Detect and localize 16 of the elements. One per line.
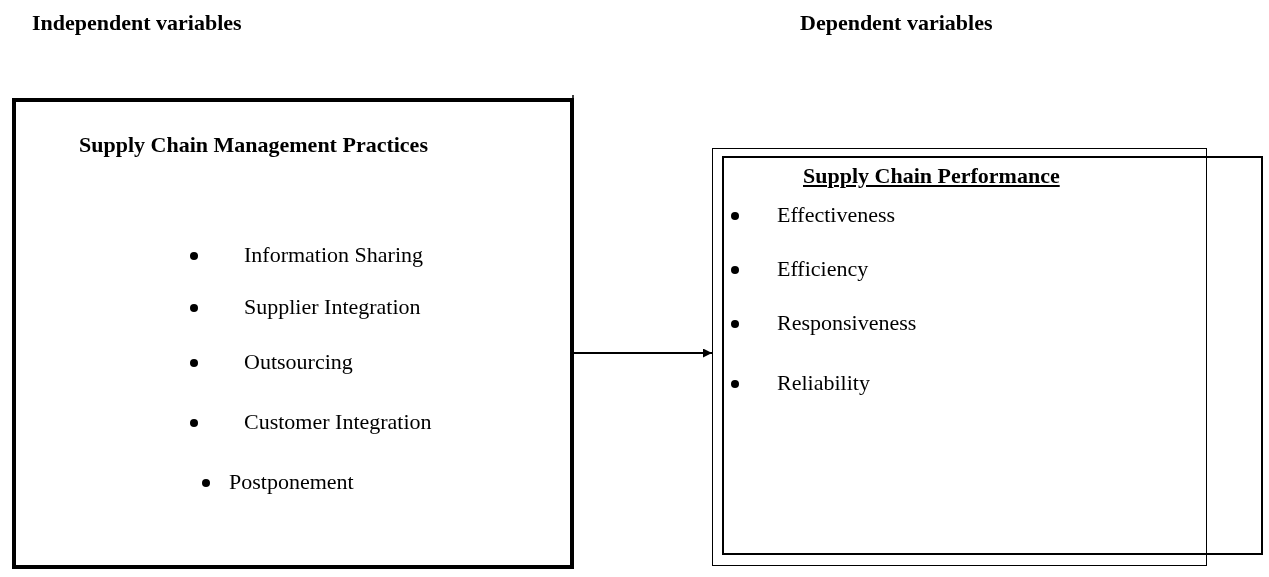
list-item-text: Postponement bbox=[229, 469, 354, 495]
list-item-text: Efficiency bbox=[777, 256, 869, 282]
list-item-text: Effectiveness bbox=[777, 202, 896, 228]
column-heading: Independent variables bbox=[32, 10, 242, 36]
list-item-text: Reliability bbox=[777, 370, 870, 396]
box-heading: Supply Chain Performance bbox=[803, 163, 1060, 189]
column-heading: Dependent variables bbox=[800, 10, 993, 36]
concept-box bbox=[12, 98, 574, 569]
list-item-text: Customer Integration bbox=[244, 409, 432, 435]
box-heading: Supply Chain Management Practices bbox=[79, 132, 428, 158]
double-frame-box bbox=[712, 148, 1263, 566]
list-item-text: Information Sharing bbox=[244, 242, 424, 268]
arrow bbox=[573, 348, 713, 358]
list-item-text: Responsiveness bbox=[777, 310, 917, 336]
list-item-text: Outsourcing bbox=[244, 349, 353, 375]
list-item-text: Supplier Integration bbox=[244, 294, 421, 320]
